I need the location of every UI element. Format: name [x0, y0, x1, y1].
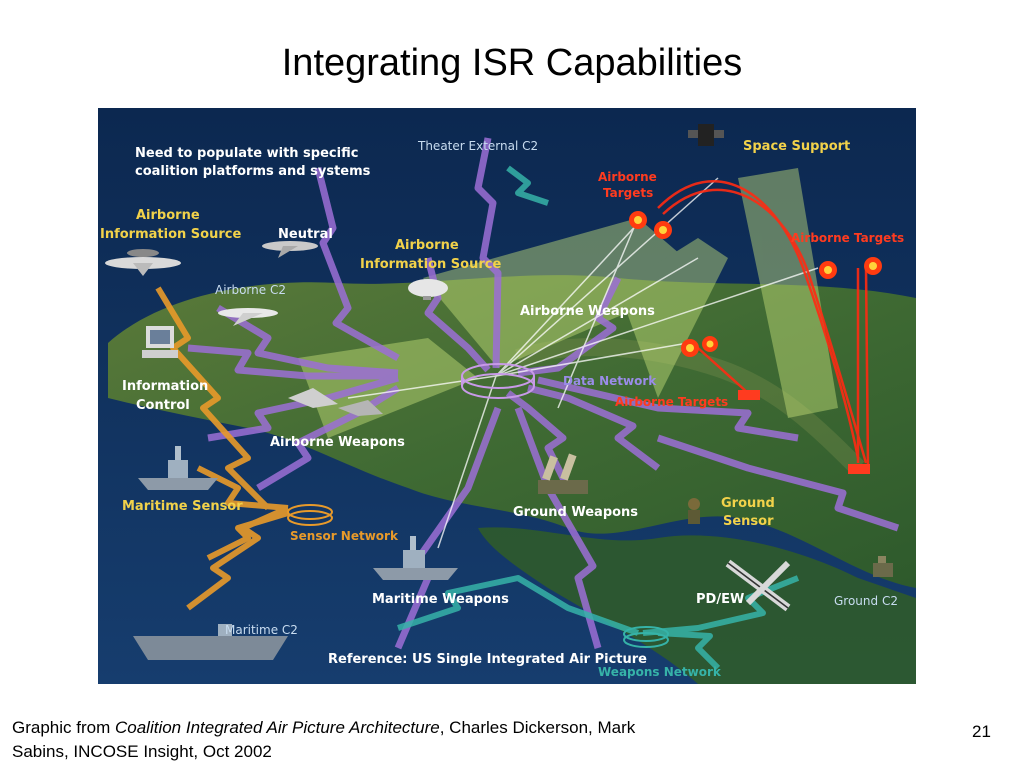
label-maritime-weapons: Maritime Weapons [372, 592, 509, 607]
label-space-support: Space Support [743, 139, 850, 154]
land-mass [108, 275, 916, 588]
data-network-ring [461, 363, 535, 399]
label-data-network: Data Network [563, 374, 657, 388]
target-bursts [629, 211, 882, 357]
label-airborne-c2: Airborne C2 [215, 283, 286, 297]
label-airborne-targets-top-line2: Targets [603, 186, 653, 200]
target-tracks [657, 179, 870, 469]
aircraft-carrier-icon [133, 624, 288, 660]
c2-aircraft-icon [218, 308, 278, 326]
label-airborne-info-source-left-line1: Airborne [136, 208, 200, 223]
label-airborne-weapons-left: Airborne Weapons [270, 435, 405, 450]
slide-title: Integrating ISR Capabilities [281, 42, 743, 84]
label-sensor-network: Sensor Network [290, 529, 399, 543]
label-airborne-weapons-top: Airborne Weapons [520, 304, 655, 319]
label-information-control-line1: Information [122, 379, 208, 394]
label-airborne-info-source-center-line1: Airborne [395, 238, 459, 253]
label-ground-c2: Ground C2 [834, 594, 898, 608]
computer-icon [142, 326, 178, 358]
awacs-aircraft-icon [105, 249, 181, 276]
label-maritime-sensor: Maritime Sensor [122, 499, 243, 514]
label-ground-sensor-line1: Ground [721, 496, 775, 511]
data-links [347, 177, 819, 549]
ground-c2-icon [873, 556, 893, 577]
reference-text: Reference: US Single Integrated Air Pict… [328, 652, 647, 667]
label-ground-weapons: Ground Weapons [513, 505, 638, 520]
caption-suffix: , Charles Dickerson, Mark Sabins, INCOSE… [12, 718, 636, 761]
land-relief [515, 338, 865, 475]
satellite-icon [688, 124, 724, 146]
isr-diagram: Need to populate with specific coalition… [98, 108, 916, 684]
blimp-icon [408, 279, 448, 300]
caption-prefix: Graphic from [12, 718, 115, 737]
label-weapons-network: Weapons Network [598, 665, 722, 679]
label-ground-sensor-line2: Sensor [723, 514, 774, 529]
weapons-network-ring [623, 626, 669, 648]
label-information-control-line2: Control [136, 398, 190, 413]
sensor-network-ring [287, 504, 333, 526]
runway-icon [725, 559, 791, 612]
maritime-weapons-ship-icon [373, 536, 458, 580]
platform-icons [105, 124, 893, 660]
coverage-beams [298, 168, 838, 438]
label-airborne-info-source-center-line2: Information Source [360, 257, 501, 272]
label-theater-external-c2: Theater External C2 [417, 139, 538, 153]
note-text-line1: Need to populate with specific [135, 146, 358, 161]
label-airborne-targets-center: Airborne Targets [615, 395, 728, 409]
isr-diagram-svg: Need to populate with specific coalition… [98, 108, 916, 684]
label-maritime-c2: Maritime C2 [225, 623, 298, 637]
label-pd-ew: PD/EW [696, 592, 744, 607]
ground-sensor-icon [688, 498, 700, 524]
page-number: 21 [972, 722, 991, 741]
caption-source-title: Coalition Integrated Air Picture Archite… [114, 718, 440, 737]
label-airborne-targets-right: Airborne Targets [791, 231, 904, 245]
missile-launcher-icon [538, 453, 588, 494]
airliner-icon [262, 241, 318, 258]
label-airborne-info-source-left-line2: Information Source [100, 227, 241, 242]
figure-caption: Graphic from Coalition Integrated Air Pi… [12, 716, 652, 764]
label-neutral: Neutral [278, 227, 333, 242]
fighter-jet-icon [288, 388, 383, 416]
target-vehicle-icon [738, 390, 870, 474]
maritime-sensor-ship-icon [138, 446, 218, 490]
note-text-line2: coalition platforms and systems [135, 164, 371, 179]
label-airborne-targets-top-line1: Airborne [598, 170, 657, 184]
